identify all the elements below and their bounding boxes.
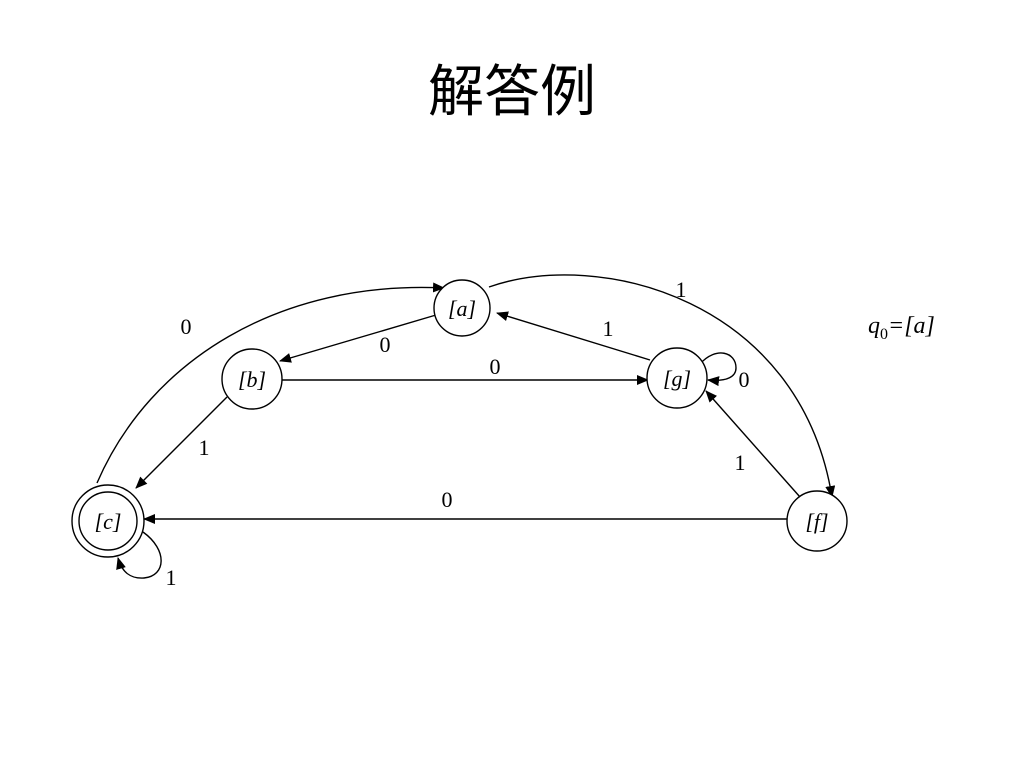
initial-state-symbol: q — [868, 313, 880, 339]
edge-label-g-g: 0 — [739, 367, 750, 392]
edge-label-f-c: 0 — [442, 487, 453, 512]
state-label-c: [c] — [95, 509, 122, 534]
state-label-g: [g] — [663, 366, 691, 391]
edge-a-f — [488, 274, 836, 498]
state-label-b: [b] — [238, 367, 266, 392]
state-c-circle — [78, 491, 138, 551]
edge-f-g — [705, 390, 801, 498]
state-b-circle — [221, 348, 283, 410]
edge-label-g-a: 1 — [603, 316, 614, 341]
edge-g-g — [699, 352, 737, 387]
edge-label-a-f: 1 — [676, 277, 687, 302]
edge-c-c — [116, 531, 162, 579]
edge-label-a-b: 0 — [380, 332, 391, 357]
edge-g-a — [496, 311, 651, 361]
edge-c-a — [96, 282, 445, 484]
state-label-a: [a] — [448, 296, 476, 321]
edge-label-b-c: 1 — [199, 435, 210, 460]
slide-title: 解答例 — [428, 60, 596, 125]
edge-label-f-g: 1 — [735, 450, 746, 475]
initial-state-label: q0=[a] — [868, 313, 935, 343]
state-a-circle — [433, 279, 491, 337]
edge-label-c-c: 1 — [166, 565, 177, 590]
initial-state-subscript: 0 — [880, 326, 888, 343]
edge-b-c — [135, 396, 228, 489]
state-f-circle — [786, 490, 848, 552]
state-g-circle — [646, 347, 708, 409]
edge-a-b — [279, 314, 437, 363]
state-label-f: [f] — [805, 509, 828, 534]
initial-state-value: =[a] — [888, 313, 935, 339]
edge-label-b-g: 0 — [490, 354, 501, 379]
edge-label-c-a: 0 — [181, 314, 192, 339]
